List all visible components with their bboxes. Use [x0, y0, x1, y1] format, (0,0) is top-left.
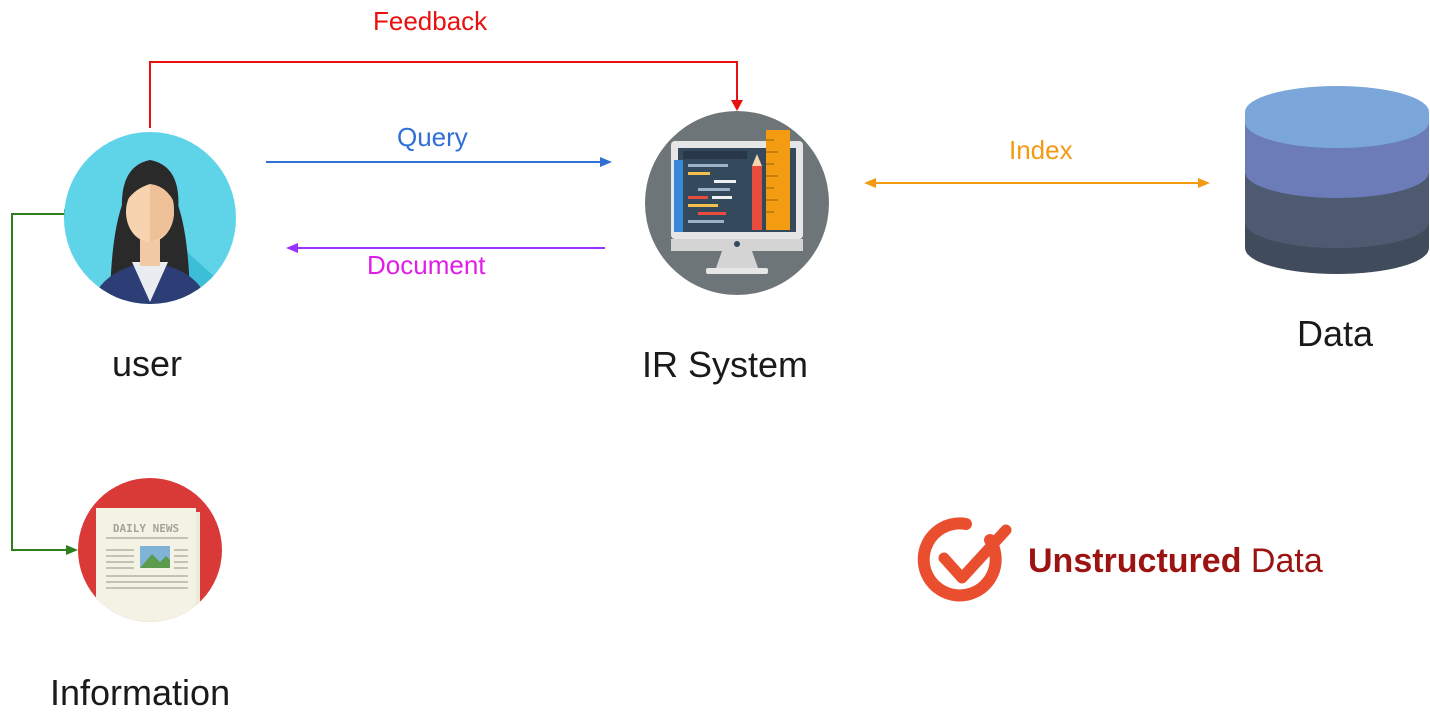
database-icon	[1245, 86, 1429, 274]
information-link-arrow	[11, 209, 78, 555]
document-label: Document	[367, 250, 486, 280]
ir-system-label: IR System	[642, 344, 809, 385]
unstructured-data-status: Unstructured Data	[1028, 542, 1323, 581]
computer-monitor-icon	[645, 111, 829, 295]
newspaper-masthead: DAILY NEWS	[113, 522, 179, 535]
feedback-label: Feedback	[373, 6, 488, 36]
status-bold-word: Unstructured	[1028, 542, 1242, 580]
status-rest: Data	[1241, 542, 1323, 580]
feedback-arrow	[149, 61, 743, 128]
checkmark-icon	[917, 517, 1012, 602]
newspaper-icon: DAILY NEWS	[78, 478, 222, 622]
index-arrow	[864, 178, 1210, 188]
query-label: Query	[397, 122, 468, 152]
index-label: Index	[1009, 135, 1073, 165]
data-label: Data	[1297, 313, 1374, 354]
user-label: user	[112, 343, 183, 384]
query-arrow	[266, 157, 612, 167]
user-avatar-icon	[64, 132, 236, 304]
information-label: Information	[50, 672, 231, 713]
document-arrow	[286, 243, 605, 253]
